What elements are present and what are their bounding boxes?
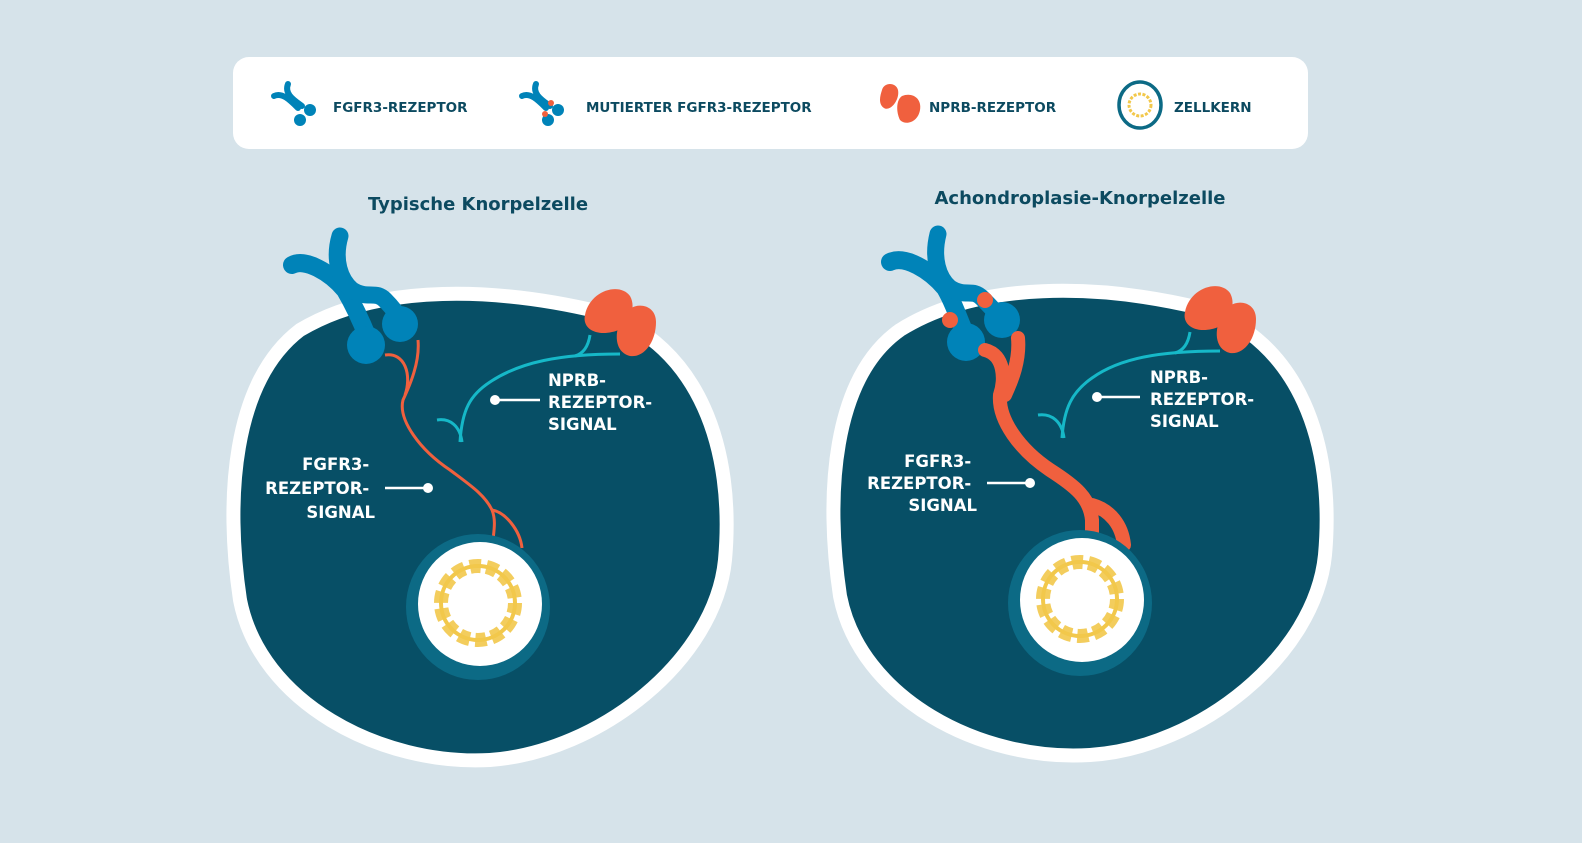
nprb-signal-path (436, 334, 621, 443)
nucleus (1008, 530, 1152, 676)
nucleus-icon (1117, 80, 1163, 130)
achondroplasia-cell: NPRB- REZEPTOR- SIGNAL FGFR3- REZEPTOR- … (826, 225, 1334, 763)
nprb-receptor-icon (880, 84, 921, 123)
fgfr3-receptor (283, 227, 418, 364)
cell-body (226, 286, 734, 768)
legend-label-nucleus: ZELLKERN (1174, 100, 1252, 116)
nprb-receptor (584, 289, 656, 357)
fgfr3-signal-path (384, 339, 524, 549)
legend-label-mutated-fgfr3: MUTIERTER FGFR3-REZEPTOR (586, 100, 812, 116)
title-typical-cell: Typische Knorpelzelle (368, 194, 588, 215)
nprb-receptor (1184, 286, 1256, 354)
nucleus (406, 534, 550, 680)
fgfr3-label-dot (423, 483, 433, 493)
fgfr3-label-dot (1025, 478, 1035, 488)
nprb-signal-label: NPRB- REZEPTOR- SIGNAL (1150, 368, 1260, 431)
nprb-label-dot (490, 395, 500, 405)
legend-label-fgfr3: FGFR3-REZEPTOR (333, 100, 468, 116)
typical-cell: NPRB- REZEPTOR- SIGNAL FGFR3- REZEPTOR- … (226, 227, 734, 768)
mutated-fgfr3-receptor (881, 225, 1020, 361)
dna-ring (434, 559, 522, 647)
legend-panel (233, 57, 1308, 149)
dna-ring (1036, 555, 1124, 643)
nprb-label-dot (1092, 392, 1102, 402)
fgfr3-signal-path-strong (978, 331, 1131, 552)
nprb-signal-path (1037, 331, 1221, 439)
mutated-fgfr3-receptor-icon (519, 81, 564, 126)
cell-body (826, 283, 1334, 763)
legend: FGFR3-REZEPTOR MUTIERTER FGFR3-REZEPTOR … (233, 57, 1308, 149)
fgfr3-signal-label: FGFR3- REZEPTOR- SIGNAL (265, 455, 375, 522)
nprb-signal-label: NPRB- REZEPTOR- SIGNAL (548, 371, 658, 434)
fgfr3-receptor-icon (271, 81, 316, 126)
fgfr3-signal-label: FGFR3- REZEPTOR- SIGNAL (867, 452, 977, 515)
title-achondroplasia-cell: Achondroplasie-Knorpelzelle (935, 188, 1226, 209)
legend-label-nprb: NPRB-REZEPTOR (929, 100, 1057, 116)
